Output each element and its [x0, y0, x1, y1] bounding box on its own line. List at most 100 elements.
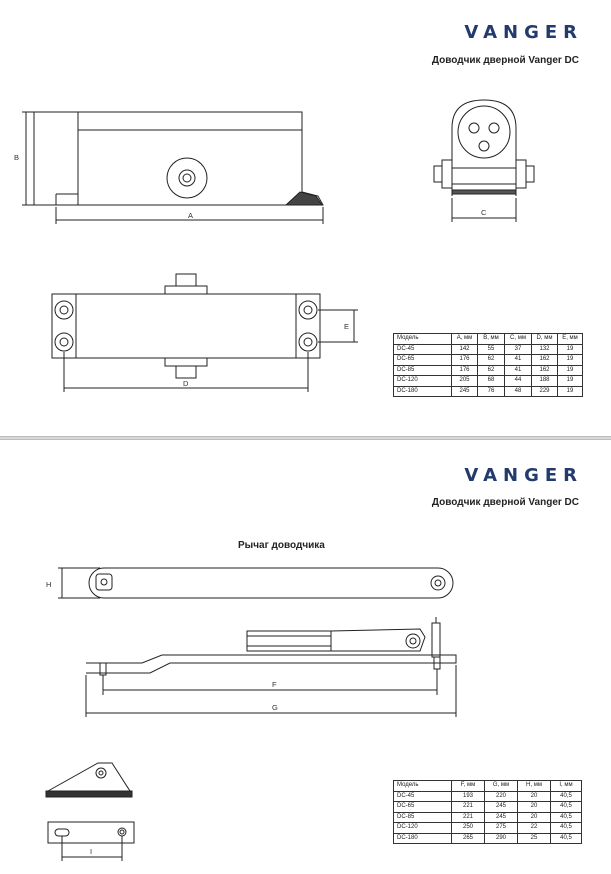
lever-top-view: [58, 567, 454, 599]
lever-table-cell: 221: [451, 801, 485, 813]
lever-table-cell: DC-65: [393, 801, 452, 813]
closer-side-view: [22, 111, 324, 224]
lever-table-header-cell: I, мм: [550, 780, 582, 792]
closer-table-cell: 68: [477, 375, 505, 387]
lever-table-cell: 290: [484, 832, 518, 844]
lever-table-cell: 221: [451, 811, 485, 823]
closer-table-cell: 19: [557, 354, 583, 366]
dim-label-c: C: [481, 208, 487, 217]
lever-table-header-cell: F, мм: [451, 780, 485, 792]
lever-section-title: Рычаг доводчика: [238, 540, 325, 551]
lever-table-cell: 245: [484, 801, 518, 813]
closer-table-header-cell: Модель: [393, 333, 452, 345]
lever-table-cell: 40,5: [550, 811, 582, 823]
closer-table-cell: 62: [477, 354, 505, 366]
closer-drawings: B A C E D: [14, 99, 535, 392]
bracket-side-view: [45, 762, 133, 798]
dim-label-i: I: [90, 847, 92, 856]
lever-table-cell: 250: [451, 822, 485, 834]
dim-label-a: A: [188, 211, 193, 220]
spec-sheet-lever: VANGER Доводчик дверной Vanger DC Рычаг …: [0, 441, 611, 874]
closer-table-cell: 162: [531, 354, 558, 366]
dim-label-b: B: [14, 153, 19, 162]
closer-table-cell: DC-180: [393, 385, 452, 397]
closer-table-cell: DC-120: [393, 375, 452, 387]
lever-table-cell: DC-120: [393, 822, 452, 834]
closer-table-cell: 19: [557, 385, 583, 397]
lever-table-cell: 40,5: [550, 822, 582, 834]
lever-table-cell: DC-45: [393, 790, 452, 802]
closer-table-cell: 205: [451, 375, 478, 387]
closer-table-cell: 142: [451, 343, 478, 355]
lever-table-cell: 275: [484, 822, 518, 834]
lever-table-cell: 220: [484, 790, 518, 802]
lever-table-cell: DC-180: [393, 832, 452, 844]
closer-table-cell: 176: [451, 354, 478, 366]
closer-front-view: [433, 99, 535, 222]
spec-sheet-closer: VANGER Доводчик дверной Vanger DC: [14, 22, 583, 397]
closer-table-cell: 162: [531, 364, 558, 376]
lever-table-header-cell: G, мм: [484, 780, 518, 792]
lever-table-cell: 40,5: [550, 832, 582, 844]
closer-table-cell: 229: [531, 385, 558, 397]
closer-table-cell: 188: [531, 375, 558, 387]
lever-table-header-cell: Модель: [393, 780, 452, 792]
lever-table-cell: DC-85: [393, 811, 452, 823]
lever-drawings: H F G I: [45, 567, 457, 861]
lever-table-cell: 40,5: [550, 801, 582, 813]
lever-table-cell: 40,5: [550, 790, 582, 802]
closer-table-header-cell: B, мм: [477, 333, 505, 345]
closer-table-cell: 76: [477, 385, 505, 397]
dim-label-d: D: [183, 379, 189, 388]
closer-table-cell: 19: [557, 364, 583, 376]
closer-table-header-cell: E, мм: [557, 333, 583, 345]
lever-table-cell: 245: [484, 811, 518, 823]
sheet2-title: Доводчик дверной Vanger DC: [431, 497, 579, 508]
closer-table-cell: 19: [557, 375, 583, 387]
closer-table-cell: 55: [477, 343, 505, 355]
brand-logo: VANGER: [464, 465, 583, 486]
closer-table-cell: 62: [477, 364, 505, 376]
lever-table-header-cell: H, мм: [517, 780, 551, 792]
closer-table-cell: 41: [504, 364, 532, 376]
lever-table-cell: 20: [517, 801, 551, 813]
closer-table-cell: 37: [504, 343, 532, 355]
sheet-separator: [0, 436, 611, 440]
closer-table-header-cell: C, мм: [504, 333, 532, 345]
closer-table-cell: 44: [504, 375, 532, 387]
dim-label-g: G: [272, 703, 278, 712]
closer-table-cell: 245: [451, 385, 478, 397]
lever-side-view: [85, 617, 457, 717]
closer-table-cell: 176: [451, 364, 478, 376]
closer-table-cell: 132: [531, 343, 558, 355]
closer-table-cell: 19: [557, 343, 583, 355]
closer-table-header-cell: D, мм: [531, 333, 558, 345]
dim-label-h: H: [46, 580, 51, 589]
closer-table-cell: 48: [504, 385, 532, 397]
lever-table-cell: 25: [517, 832, 551, 844]
closer-table-cell: DC-45: [393, 343, 452, 355]
lever-table-cell: 20: [517, 790, 551, 802]
brand-logo: VANGER: [464, 22, 583, 43]
lever-table-cell: 265: [451, 832, 485, 844]
lever-table-cell: 193: [451, 790, 485, 802]
sheet1-title: Доводчик дверной Vanger DC: [431, 55, 579, 66]
closer-table-header-cell: A, мм: [451, 333, 478, 345]
bracket-top-view: [47, 821, 135, 861]
lever-table-cell: 20: [517, 811, 551, 823]
closer-table-cell: 41: [504, 354, 532, 366]
closer-top-view: [51, 273, 358, 392]
dim-label-f: F: [272, 680, 277, 689]
